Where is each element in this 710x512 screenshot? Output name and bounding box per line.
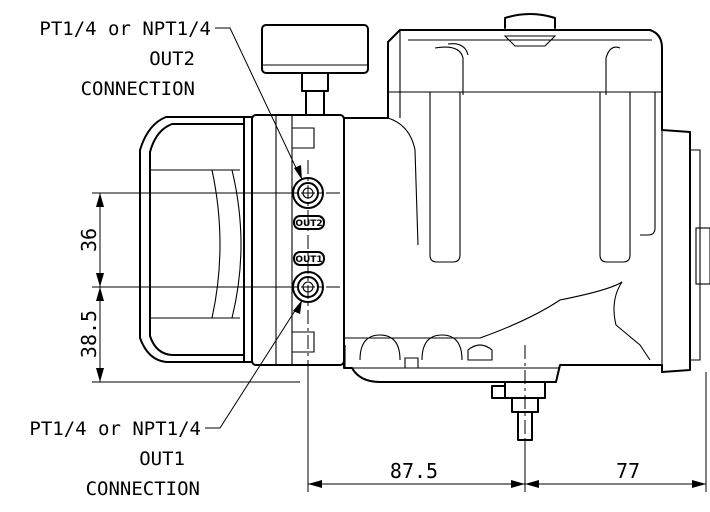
out1-leader xyxy=(205,300,302,429)
out2-callout-spec: PT1/4 or NPT1/4 xyxy=(39,18,211,40)
left-cylinder-housing xyxy=(139,116,253,363)
lower-fitting xyxy=(491,381,546,441)
pressure-gauge xyxy=(261,24,369,116)
dimension-36: 36 xyxy=(77,228,101,252)
out2-badge: OUT2 xyxy=(293,215,325,230)
out1-callout-spec: PT1/4 or NPT1/4 xyxy=(29,418,201,440)
out2-callout-port: OUT2 xyxy=(149,48,195,70)
out2-badge-text: OUT2 xyxy=(295,219,322,229)
main-body xyxy=(343,13,710,383)
dimension-77: 77 xyxy=(616,459,640,483)
dimension-87-5: 87.5 xyxy=(390,459,438,483)
out1-callout-port: OUT1 xyxy=(139,448,185,470)
out2-leader xyxy=(215,27,302,180)
out2-callout-label: CONNECTION xyxy=(81,78,195,100)
vertical-dimensions xyxy=(92,192,300,383)
connection-block xyxy=(251,114,345,366)
dimension-38-5: 38.5 xyxy=(77,310,101,358)
out1-badge: OUT1 xyxy=(293,251,325,266)
out1-callout-label: CONNECTION xyxy=(86,478,200,500)
horizontal-dimensions xyxy=(307,360,707,492)
out1-badge-text: OUT1 xyxy=(295,255,322,265)
